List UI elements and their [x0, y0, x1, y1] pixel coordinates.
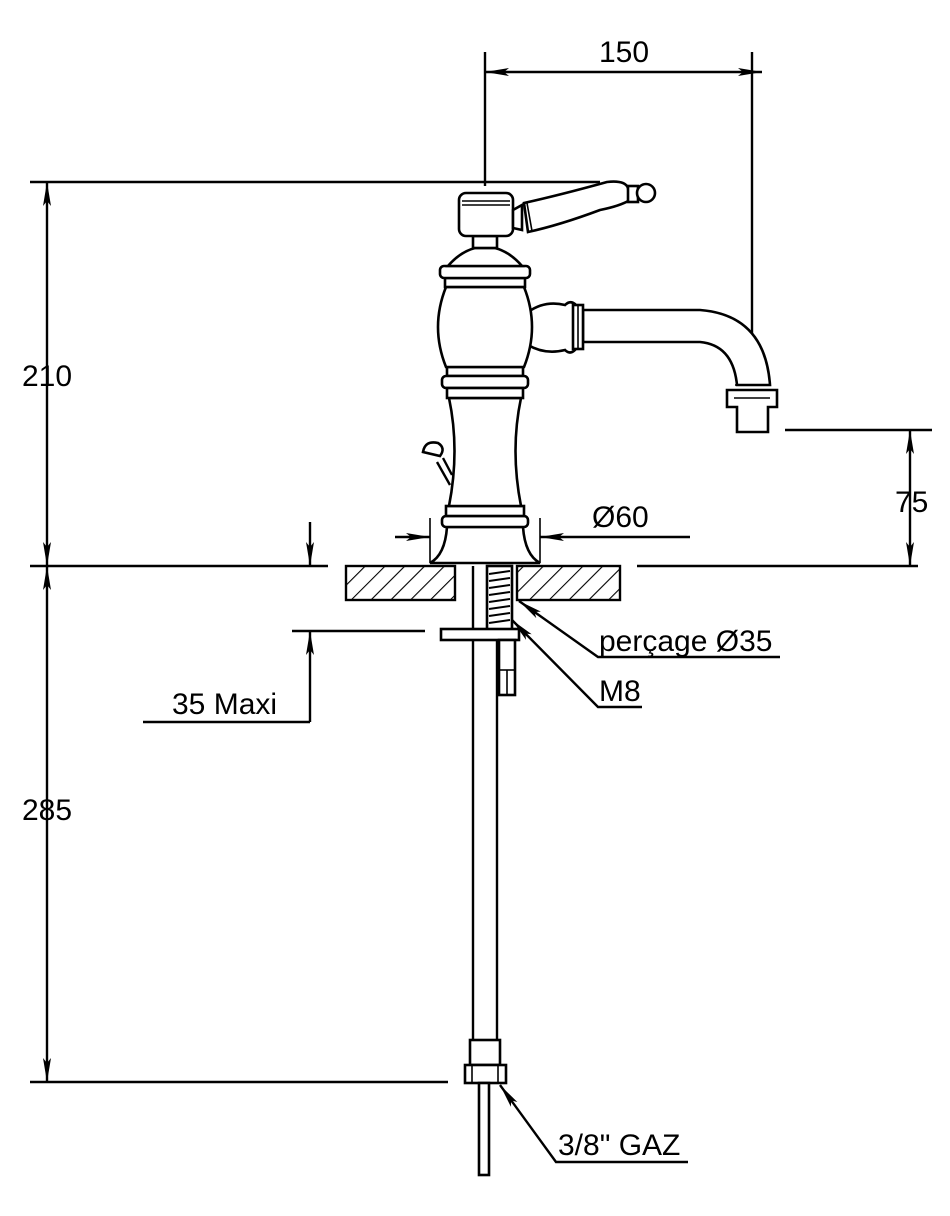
callout-thread: M8: [511, 619, 642, 709]
dimension-counter-thickness: 35 Maxi: [143, 522, 425, 724]
dimension-height-above: 210: [22, 180, 918, 568]
callout-hole: perçage Ø35: [518, 600, 780, 659]
dimension-base-diameter: Ø60: [395, 501, 690, 563]
callout-hole-label: perçage Ø35: [599, 625, 772, 658]
supply-assembly: [439, 564, 521, 1177]
faucet-body: [421, 180, 779, 565]
dimension-spout-clearance: 75: [785, 428, 932, 566]
dimension-height-below: 285: [22, 566, 448, 1084]
countertop-section: [344, 564, 622, 602]
dim-label-150: 150: [599, 36, 649, 69]
dim-label-diameter-60: Ø60: [592, 501, 649, 534]
dim-label-285: 285: [22, 794, 72, 827]
dim-label-210: 210: [22, 360, 72, 393]
dim-label-75: 75: [895, 486, 928, 519]
dimension-spout-reach: 150: [483, 36, 762, 362]
callout-thread-label: M8: [599, 675, 641, 708]
callout-connection-label: 3/8" GAZ: [558, 1129, 680, 1162]
dim-label-35-maxi: 35 Maxi: [172, 688, 277, 721]
callout-connection: 3/8" GAZ: [499, 1084, 688, 1164]
